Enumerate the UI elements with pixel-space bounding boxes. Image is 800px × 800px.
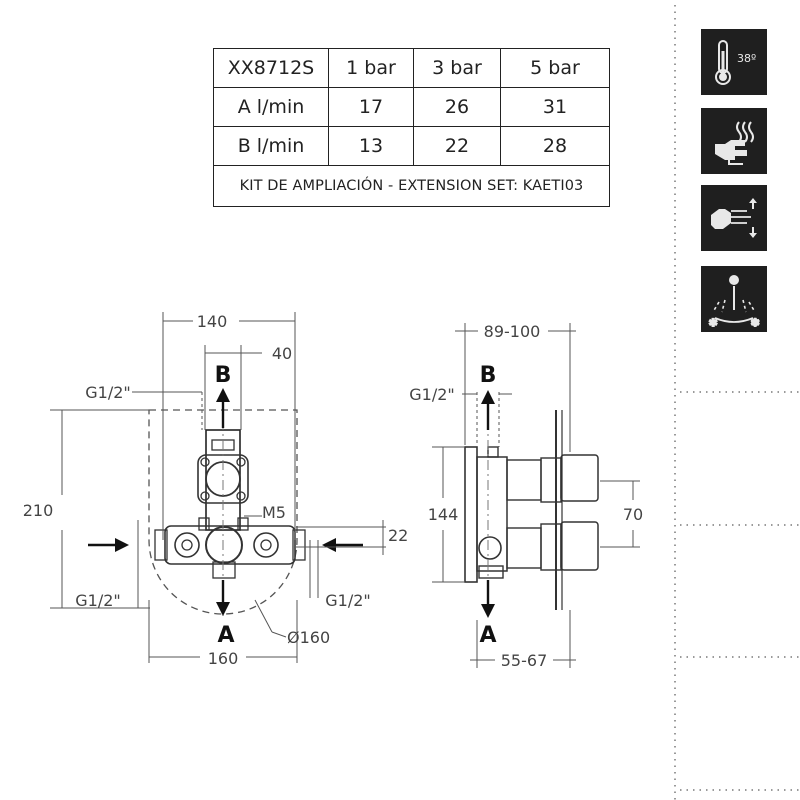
table-cell: 1 bar <box>328 48 414 88</box>
dim-89-100: 89-100 <box>484 322 541 341</box>
table-row: B l/min 13 22 28 <box>213 126 610 166</box>
table-cell: B l/min <box>213 126 329 166</box>
dim-22: 22 <box>388 526 408 545</box>
dim-144: 144 <box>428 505 459 524</box>
svg-text:❄: ❄ <box>751 318 759 329</box>
sidebar-dotted-grid <box>674 5 800 800</box>
dim-40: 40 <box>272 344 292 363</box>
side-view-dimensions <box>432 323 640 668</box>
dim-70: 70 <box>623 505 643 524</box>
thread-label-top: G1/2" <box>85 383 131 402</box>
table-cell: 5 bar <box>500 48 610 88</box>
screw-label: M5 <box>262 503 286 522</box>
table-row: A l/min 17 26 31 <box>213 87 610 127</box>
front-view-flow-arrows <box>88 388 363 616</box>
side-outlet-b-label: B <box>480 363 497 388</box>
table-note-row: KIT DE AMPLIACIÓN - EXTENSION SET: KAETI… <box>213 165 610 207</box>
thread-label-right: G1/2" <box>325 591 371 610</box>
dim-140: 140 <box>197 312 228 331</box>
side-view-flow-arrows <box>481 390 495 618</box>
dim-diameter: Ø160 <box>287 628 330 647</box>
outlet-b-label: B <box>215 363 232 388</box>
extension-set-note: KIT DE AMPLIACIÓN - EXTENSION SET: KAETI… <box>213 165 610 207</box>
dim-55-67: 55-67 <box>501 651 548 670</box>
shower-anti-scald-icon: ✲ ❄ <box>701 266 767 332</box>
dim-160: 160 <box>208 649 239 668</box>
table-header-row: XX8712S 1 bar 3 bar 5 bar <box>213 48 610 88</box>
table-cell: 28 <box>500 126 610 166</box>
side-thread-label: G1/2" <box>409 385 455 404</box>
thermostat-icon: 38º <box>701 29 767 95</box>
outlet-a-label: A <box>217 623 234 648</box>
table-cell: 22 <box>413 126 501 166</box>
flow-rate-table: XX8712S 1 bar 3 bar 5 bar A l/min 17 26 … <box>213 48 610 207</box>
temperature-text: 38º <box>737 52 756 65</box>
table-cell: 31 <box>500 87 610 127</box>
table-cell: 13 <box>328 126 414 166</box>
hand-flow-control-icon <box>701 185 767 251</box>
thread-label-left: G1/2" <box>75 591 121 610</box>
table-cell: 26 <box>413 87 501 127</box>
svg-text:✲: ✲ <box>709 318 717 329</box>
table-cell: XX8712S <box>213 48 329 88</box>
dim-210: 210 <box>23 501 54 520</box>
hand-hot-water-icon <box>701 108 767 174</box>
side-outlet-a-label: A <box>479 623 496 648</box>
front-view-dimensions <box>50 312 386 663</box>
side-view <box>464 400 599 620</box>
